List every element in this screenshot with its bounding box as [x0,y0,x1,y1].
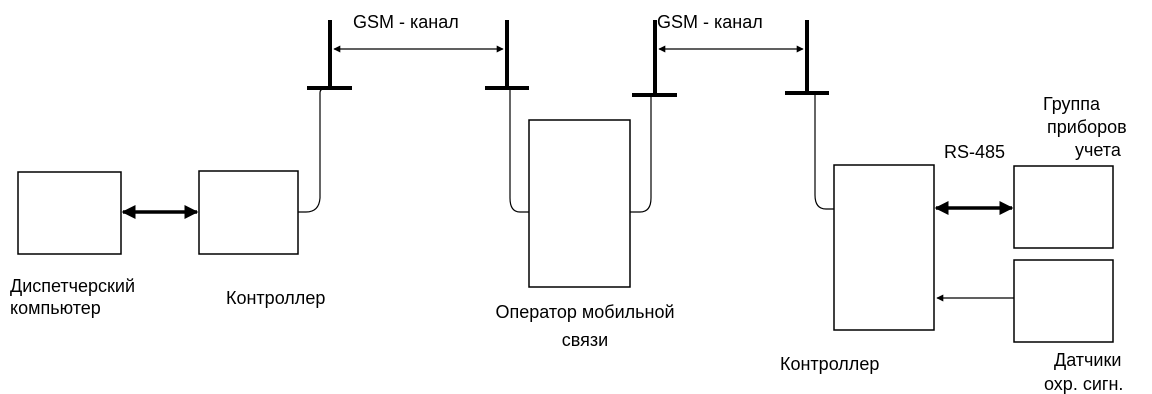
operator-label-line1: Оператор мобильной [495,302,674,322]
operator-label-line2: связи [562,330,608,350]
controller-right-label: Контроллер [780,354,879,374]
dispatcher-label-line2: компьютер [10,298,101,318]
meters-label-line1: Группа [1043,94,1101,114]
dispatcher-computer-box [17,171,122,255]
sensors-label-line2: охр. сигн. [1044,374,1123,394]
cable-operator-antenna-left [509,90,529,213]
meters-box [1013,165,1114,249]
antenna-1 [307,20,352,90]
mobile-operator-box [528,119,631,288]
meters-label-line2: приборов [1047,117,1127,137]
antenna-3 [632,20,677,97]
antenna-2 [485,20,529,90]
sensors-box [1013,259,1114,343]
antenna-4 [785,20,829,95]
meters-label-line3: учета [1075,140,1122,160]
gsm-channel-label-1: GSM - канал [353,12,459,32]
gsm-channel-label-2: GSM - канал [657,12,763,32]
rs485-label: RS-485 [944,142,1005,162]
cable-controller-left-antenna [298,87,328,213]
sensors-label-line1: Датчики [1054,350,1121,370]
dispatcher-label-line1: Диспетчерский [10,276,135,296]
cable-controller-right-antenna [814,95,834,210]
controller-right-box [833,164,935,331]
controller-left-box [198,170,299,255]
cable-operator-antenna-right [630,97,652,213]
controller-left-label: Контроллер [226,288,325,308]
